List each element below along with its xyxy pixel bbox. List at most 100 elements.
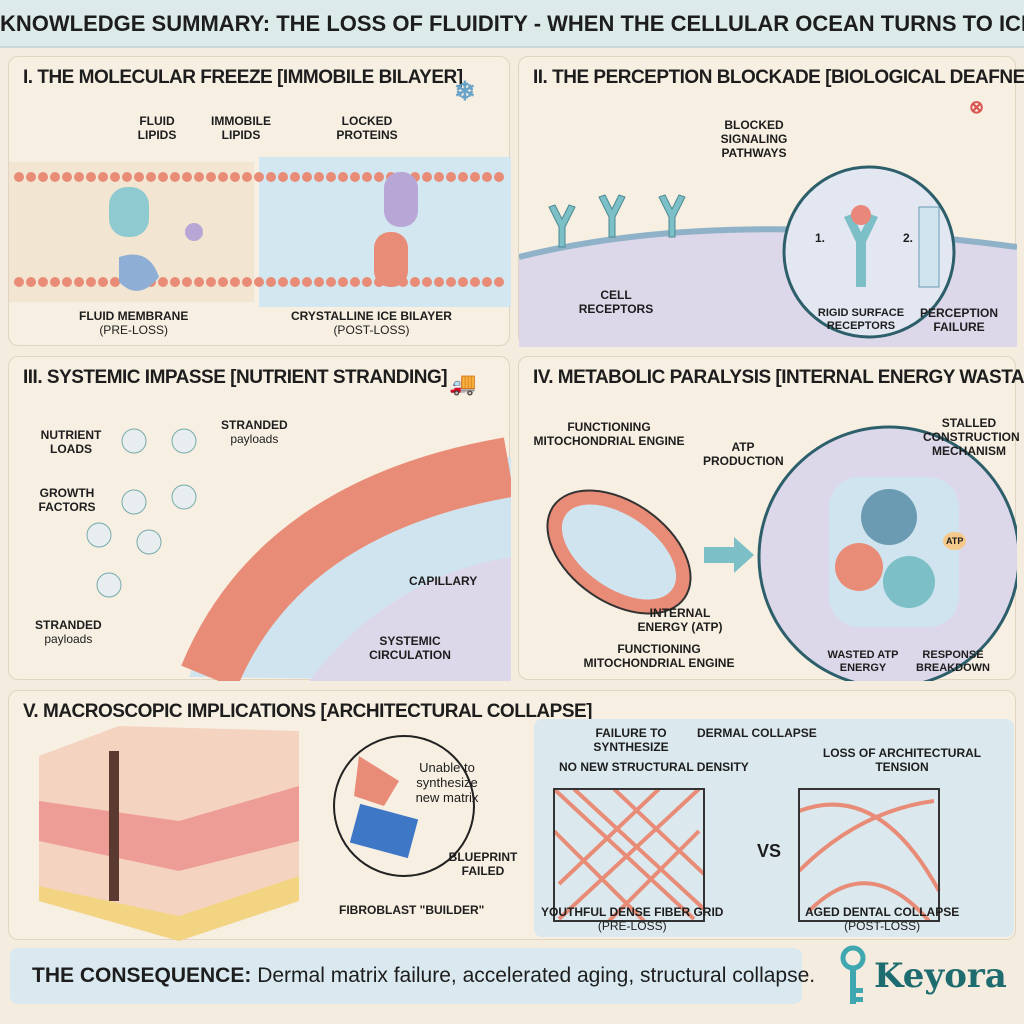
label-step-1: 1. (815, 231, 826, 245)
label-locked-proteins: LOCKED PROTEINS (336, 114, 398, 142)
lipid-head (350, 172, 360, 182)
lipid-head (266, 172, 276, 182)
lipid-head (290, 277, 300, 287)
label-engine-bottom: FUNCTIONING MITOCHONDRIAL ENGINE (583, 642, 735, 670)
lipid-head (446, 277, 456, 287)
panel-metabolic-paralysis: IV. METABOLIC PARALYSIS [INTERNAL ENERGY… (518, 356, 1024, 681)
lipid-head (86, 277, 96, 287)
key-icon (840, 945, 866, 1004)
panel-heading: IV. METABOLIC PARALYSIS [INTERNAL ENERGY… (533, 367, 1024, 388)
lipid-head (266, 277, 276, 287)
lipid-head (230, 172, 240, 182)
label-wasted-atp: WASTED ATP ENERGY (827, 649, 899, 674)
lipid-head (290, 172, 300, 182)
lipid-head (434, 172, 444, 182)
lipid-head (230, 277, 240, 287)
lipid-head (182, 277, 192, 287)
label-youthful: YOUTHFUL DENSE FIBER GRID(PRE-LOSS) (541, 905, 724, 933)
label-stalled-mechanism: STALLED CONSTRUCTION MECHANISM (923, 416, 1020, 458)
label-unable-synthesize: Unable to synthesize new matrix (415, 760, 479, 805)
label-fibroblast: FIBROBLAST "BUILDER" (339, 903, 485, 917)
label-no-density: NO NEW STRUCTURAL DENSITY (559, 760, 749, 774)
lipid-head (470, 172, 480, 182)
lipid-head (14, 277, 24, 287)
lipid-head (494, 172, 504, 182)
mitochondria-illustration (546, 425, 1017, 681)
lipid-head (122, 172, 132, 182)
label-dermal-collapse: DERMAL COLLAPSE (697, 726, 817, 740)
label-cell-receptors: CELL RECEPTORS (578, 288, 654, 316)
lipid-head (38, 277, 48, 287)
lipid-head (470, 277, 480, 287)
lipid-head (86, 172, 96, 182)
lipid-head (338, 277, 348, 287)
consequence-text: Dermal matrix failure, accelerated aging… (257, 964, 816, 987)
label-systemic-circulation: SYSTEMIC CIRCULATION (369, 634, 451, 662)
label-growth-factors: GROWTH FACTORS (38, 486, 96, 514)
page-title: KNOWLEDGE SUMMARY: THE LOSS OF FLUIDITY … (0, 0, 1024, 48)
lipid-head (362, 277, 372, 287)
label-vs: VS (757, 841, 782, 861)
label-engine-top: FUNCTIONING MITOCHONDRIAL ENGINE (533, 420, 685, 448)
lipid-head (26, 277, 36, 287)
consequence-banner: THE CONSEQUENCE: Dermal matrix failure, … (10, 948, 815, 1004)
label-blocked-pathways: BLOCKED SIGNALING PATHWAYS (720, 118, 788, 160)
consequence-label: THE CONSEQUENCE: (32, 964, 252, 987)
skin-illustration (39, 719, 1014, 941)
lipid-head (218, 172, 228, 182)
lipid-head (314, 172, 324, 182)
lipid-head (134, 172, 144, 182)
label-perception-failure: PERCEPTION FAILURE (919, 306, 998, 334)
lipid-head (494, 277, 504, 287)
lipid-head (194, 172, 204, 182)
lipid-head (38, 172, 48, 182)
lipid-head (110, 277, 120, 287)
lipid-head (158, 172, 168, 182)
lipid-head (242, 277, 252, 287)
lipid-head (146, 172, 156, 182)
label-loss-tension: LOSS OF ARCHITECTURAL TENSION (822, 746, 982, 774)
label-nutrient-loads: NUTRIENT LOADS (40, 428, 102, 456)
lipid-head (374, 172, 384, 182)
lipid-head (446, 172, 456, 182)
panel-heading: V. MACROSCOPIC IMPLICATIONS [ARCHITECTUR… (23, 701, 593, 722)
atp-badge: ATP (943, 532, 967, 551)
lipid-head (434, 277, 444, 287)
label-internal-energy: INTERNAL ENERGY (ATP) (637, 606, 723, 634)
lipid-head (458, 277, 468, 287)
snowflake-icon: ❄ (454, 76, 476, 106)
panel-heading: I. THE MOLECULAR FREEZE [IMMOBILE BILAYE… (23, 67, 463, 88)
lipid-head (194, 277, 204, 287)
lipid-head (170, 172, 180, 182)
panel-heading: II. THE PERCEPTION BLOCKADE [BIOLOGICAL … (533, 67, 1024, 88)
lipid-head (326, 277, 336, 287)
label-fluid-membrane: FLUID MEMBRANE(PRE-LOSS) (79, 309, 189, 337)
label-blueprint-failed: BLUEPRINT FAILED (448, 850, 518, 878)
lipid-head (62, 172, 72, 182)
lipid-head (362, 172, 372, 182)
lipid-head (98, 277, 108, 287)
lipid-head (482, 172, 492, 182)
label-immobile-lipids: IMMOBILE LIPIDS (211, 114, 271, 142)
lipid-head (422, 277, 432, 287)
lipid-head (302, 172, 312, 182)
lipid-head (158, 277, 168, 287)
label-response-breakdown: RESPONSE BREAKDOWN (916, 649, 990, 674)
lipid-head (482, 277, 492, 287)
lipid-head (170, 277, 180, 287)
receptor-illustration (519, 165, 1017, 347)
capillary-illustration (86, 428, 511, 681)
lipid-head (182, 172, 192, 182)
panel-molecular-freeze: I. THE MOLECULAR FREEZE [IMMOBILE BILAYE… (8, 56, 511, 346)
lipid-head (314, 277, 324, 287)
lipid-head (50, 277, 60, 287)
lipid-head (14, 172, 24, 182)
panel-heading: III. SYSTEMIC IMPASSE [NUTRIENT STRANDIN… (23, 367, 448, 388)
lipid-head (410, 277, 420, 287)
panel-perception-blockade: II. THE PERCEPTION BLOCKADE [BIOLOGICAL … (518, 56, 1024, 347)
membrane-illustration (9, 157, 511, 307)
lipid-head (206, 277, 216, 287)
label-fluid-lipids: FLUID LIPIDS (137, 114, 177, 142)
